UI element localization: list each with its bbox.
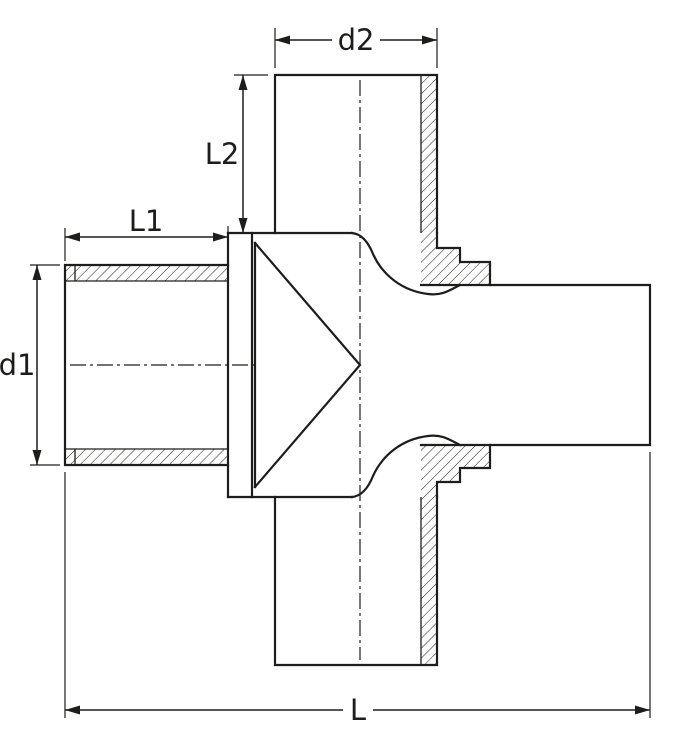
left-pipe-outline (63, 263, 230, 467)
dim-label-d1: d1 (0, 348, 35, 382)
hatch-left-pipe-thread-top (65, 265, 228, 281)
L-extension-lines (64, 452, 651, 718)
dimension-d1: d1 (0, 264, 60, 466)
hatch-regions (65, 75, 490, 665)
dim-label-L2: L2 (205, 137, 240, 171)
dimension-L: L (64, 452, 651, 727)
d1-arrow-bottom (32, 450, 42, 465)
L-arrow-right (635, 705, 650, 715)
top-pipe-outline (273, 73, 439, 235)
dim-label-L1: L1 (129, 204, 164, 238)
dimension-L1: L1 (64, 204, 229, 261)
L1-arrow-right (213, 232, 228, 242)
hatch-bottom-pipe-thread (421, 497, 437, 665)
hatch-top-pipe-thread (421, 75, 437, 233)
L2-arrow-bottom (238, 218, 248, 233)
d1-extension-lines (30, 264, 60, 466)
hatch-bottom-right-shoulder (421, 445, 490, 497)
hatch-top-right-shoulder (421, 233, 490, 285)
right-pipe-outline (419, 283, 652, 447)
dimension-d2: d2 (274, 23, 438, 68)
dim-label-L: L (350, 693, 366, 727)
d2-extension-lines (274, 28, 438, 68)
d1-arrow-top (32, 265, 42, 280)
bottom-right-shoulder-steps (435, 443, 492, 499)
L2-arrow-top (238, 75, 248, 90)
dim-label-d2: d2 (338, 23, 375, 57)
upper-bore-transition-curve (350, 231, 462, 296)
fitting-outline (63, 73, 652, 667)
cone-profile (253, 241, 362, 489)
d2-arrow-right (422, 35, 437, 45)
dimension-L2: L2 (205, 74, 268, 233)
lower-bore-transition-curve (350, 434, 462, 499)
L1-arrow-left (65, 232, 80, 242)
centerlines (70, 80, 361, 660)
hatch-left-pipe-thread-bottom (65, 449, 228, 465)
L-arrow-left (65, 705, 80, 715)
d2-arrow-left (275, 35, 290, 45)
top-right-shoulder-steps (435, 231, 492, 287)
L1-extension-lines (64, 226, 229, 261)
bottom-pipe-outline (273, 495, 439, 667)
